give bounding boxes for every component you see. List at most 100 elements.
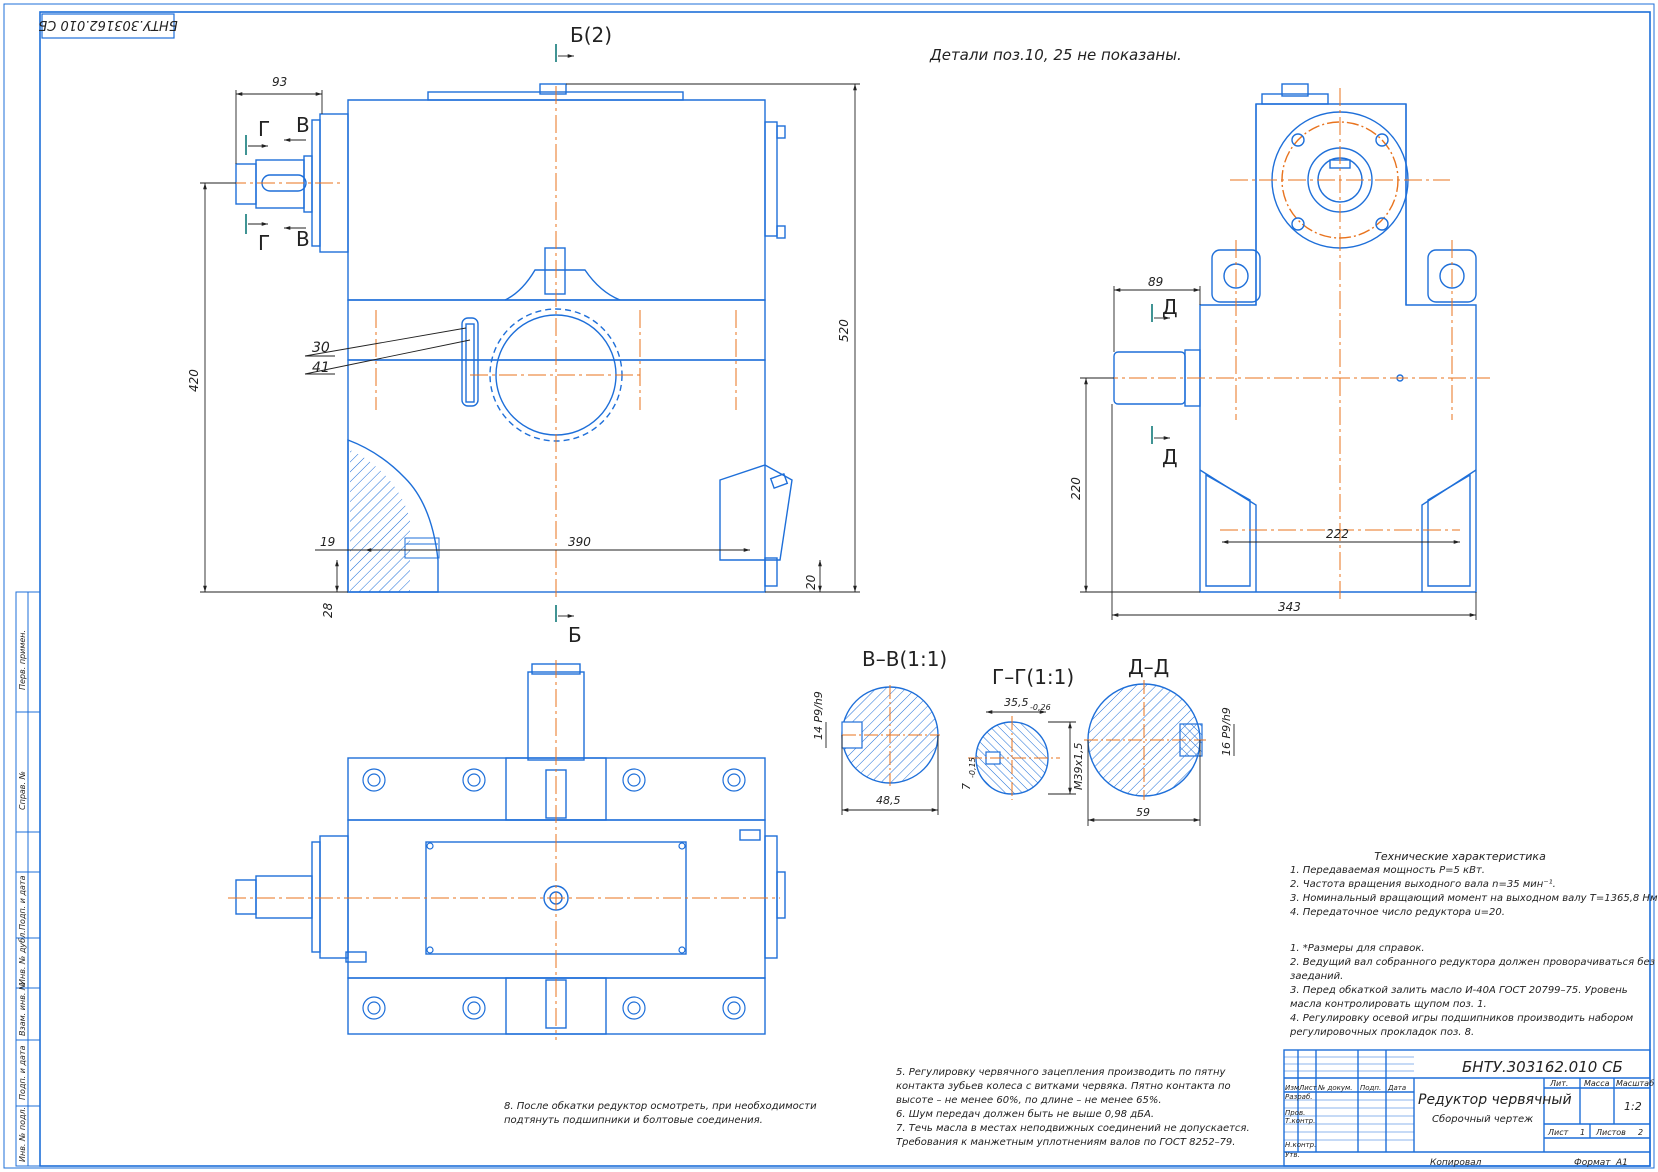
top-view xyxy=(235,663,786,1035)
front-axes xyxy=(228,86,737,600)
svg-text:Б: Б xyxy=(568,623,582,647)
tech-line: 1. Передаваемая мощность Р=5 кВт. xyxy=(1290,865,1485,876)
tech-title: Технические характеристика xyxy=(1374,850,1546,863)
svg-text:Перв. примен.: Перв. примен. xyxy=(18,630,27,690)
svg-text:19: 19 xyxy=(320,535,335,549)
svg-text:1:2: 1:2 xyxy=(1624,1100,1642,1113)
svg-text:Лит.: Лит. xyxy=(1549,1079,1568,1088)
svg-text:Разраб.: Разраб. xyxy=(1285,1093,1313,1101)
section-dd xyxy=(1084,680,1235,826)
part-callouts xyxy=(304,327,471,375)
svg-text:Т.контр.: Т.контр. xyxy=(1285,1117,1315,1125)
requirements-right: 1. *Размеры для справок. 2. Ведущий вал … xyxy=(1290,942,1655,1040)
top-view-bolts xyxy=(362,768,746,1020)
svg-text:БНТУ.303162.010 СБ: БНТУ.303162.010 СБ xyxy=(38,17,177,32)
svg-text:93: 93 xyxy=(272,75,287,89)
svg-text:220: 220 xyxy=(1069,477,1083,500)
req-line: 8. После обкатки редуктор осмотреть, при… xyxy=(504,1101,817,1112)
side-strip-labels: Перв. примен. Справ. № Подп. и дата Инв.… xyxy=(18,630,27,1162)
svg-text:Подп. и дата: Подп. и дата xyxy=(18,1045,27,1100)
svg-text:Справ. №: Справ. № xyxy=(18,771,27,810)
rotated-stamp: БНТУ.303162.010 СБ xyxy=(38,13,178,39)
svg-text:28: 28 xyxy=(321,602,335,618)
req-line: 4. Регулировку осевой игры подшипников п… xyxy=(1290,1013,1634,1024)
svg-text:Д–Д: Д–Д xyxy=(1128,655,1169,679)
svg-text:Масштаб: Масштаб xyxy=(1616,1079,1654,1088)
req-line: 1. *Размеры для справок. xyxy=(1290,943,1425,954)
section-titles: В–В(1:1) Г–Г(1:1) Д–Д xyxy=(862,647,1169,689)
svg-text:№ докум.: № докум. xyxy=(1317,1084,1353,1092)
svg-text:БНТУ.303162.010 СБ: БНТУ.303162.010 СБ xyxy=(1462,1058,1623,1076)
svg-text:35,5: 35,5 xyxy=(1004,696,1029,709)
side-dim-labels: 89 220 222 343 xyxy=(1069,275,1349,614)
req-line: масла контролировать щупом поз. 1. xyxy=(1290,999,1487,1010)
title-block-thin-rows xyxy=(1284,1056,1414,1141)
svg-text:Дата: Дата xyxy=(1387,1084,1406,1092)
req-line: высоте – не менее 60%, по длине – не мен… xyxy=(896,1095,1162,1106)
svg-text:2: 2 xyxy=(1638,1128,1643,1137)
svg-text:89: 89 xyxy=(1148,275,1163,289)
svg-text:Инв. № дубл.: Инв. № дубл. xyxy=(18,930,27,985)
svg-text:Утв.: Утв. xyxy=(1285,1151,1300,1159)
svg-text:А1: А1 xyxy=(1615,1158,1628,1168)
svg-text:-0,15: -0,15 xyxy=(968,757,977,778)
side-axes xyxy=(1100,88,1490,600)
svg-text:Масса: Масса xyxy=(1584,1079,1610,1088)
req-line: 6. Шум передач должен быть не выше 0,98 … xyxy=(896,1109,1155,1120)
title-block xyxy=(1283,1049,1651,1167)
front-dimensions xyxy=(200,83,860,593)
svg-text:7: 7 xyxy=(960,783,973,790)
svg-text:343: 343 xyxy=(1278,600,1301,614)
req-line: 5. Регулировку червячного зацепления про… xyxy=(896,1067,1226,1078)
req-line: подтянуть подшипники и болтовые соединен… xyxy=(504,1115,763,1126)
svg-text:Подп.: Подп. xyxy=(1360,1084,1381,1092)
requirements-left: 8. После обкатки редуктор осмотреть, при… xyxy=(504,1100,864,1128)
svg-text:420: 420 xyxy=(187,369,201,392)
svg-text:Д: Д xyxy=(1162,445,1178,469)
svg-text:Г: Г xyxy=(258,117,270,141)
svg-text:-0,26: -0,26 xyxy=(1030,703,1051,712)
section-gg xyxy=(968,710,1076,800)
svg-text:Подп. и дата: Подп. и дата xyxy=(18,875,27,930)
svg-text:Изм: Изм xyxy=(1285,1084,1300,1092)
svg-text:Редуктор червячный: Редуктор червячный xyxy=(1418,1092,1572,1108)
oil-level-mark xyxy=(404,537,440,559)
requirements-middle: 5. Регулировку червячного зацепления про… xyxy=(896,1066,1276,1150)
side-dimensions xyxy=(1080,286,1477,620)
req-line: заеданий. xyxy=(1290,971,1344,982)
svg-text:16 P9/h9: 16 P9/h9 xyxy=(1220,707,1233,756)
tech-line: 2. Частота вращения выходного вала n=35 … xyxy=(1290,879,1556,890)
svg-text:59: 59 xyxy=(1136,806,1150,819)
top-axes xyxy=(228,660,780,1040)
svg-text:Г–Г(1:1): Г–Г(1:1) xyxy=(992,665,1074,689)
side-view xyxy=(1113,83,1477,593)
svg-text:Инв. № подл.: Инв. № подл. xyxy=(18,1107,27,1162)
svg-text:Б(2): Б(2) xyxy=(570,23,612,47)
side-strip xyxy=(15,591,41,1167)
svg-text:41: 41 xyxy=(312,360,330,376)
req-line: контакта зубьев колеса с витками червяка… xyxy=(896,1081,1231,1092)
req-line: 7. Течь масла в местах неподвижных соеди… xyxy=(896,1123,1250,1134)
req-line: Требования к манжетным уплотнениям валов… xyxy=(896,1137,1236,1148)
req-line: 2. Ведущий вал собранного редуктора долж… xyxy=(1290,957,1655,968)
front-view xyxy=(235,83,793,593)
svg-text:В: В xyxy=(296,227,310,251)
top-note: Детали поз.10, 25 не показаны. xyxy=(929,46,1182,64)
req-line: регулировочных прокладок поз. 8. xyxy=(1290,1027,1475,1038)
front-dim-labels: 93 520 420 390 19 28 20 xyxy=(187,75,851,618)
svg-text:Н.контр.: Н.контр. xyxy=(1285,1141,1316,1149)
section-vv xyxy=(825,685,940,815)
tech-line: 3. Номинальный вращающий момент на выход… xyxy=(1290,893,1658,904)
svg-text:Лист: Лист xyxy=(1547,1128,1569,1137)
req-line: 3. Перед обкаткой залить масло И-40А ГОС… xyxy=(1290,985,1628,996)
svg-text:520: 520 xyxy=(837,319,851,342)
front-section-hatch xyxy=(350,450,410,592)
svg-text:20: 20 xyxy=(804,574,818,590)
drawing-frame xyxy=(3,3,1655,1169)
svg-text:Взам. инв. №: Взам. инв. № xyxy=(18,982,27,1036)
svg-text:14 P9/h9: 14 P9/h9 xyxy=(812,691,825,740)
svg-text:В: В xyxy=(296,113,310,137)
svg-text:Листов: Листов xyxy=(1595,1128,1626,1137)
svg-text:В–В(1:1): В–В(1:1) xyxy=(862,647,947,671)
section-dim-labels: 48,5 14 P9/h9 35,5 -0,26 М39х1,5 7 -0,15… xyxy=(812,691,1233,819)
